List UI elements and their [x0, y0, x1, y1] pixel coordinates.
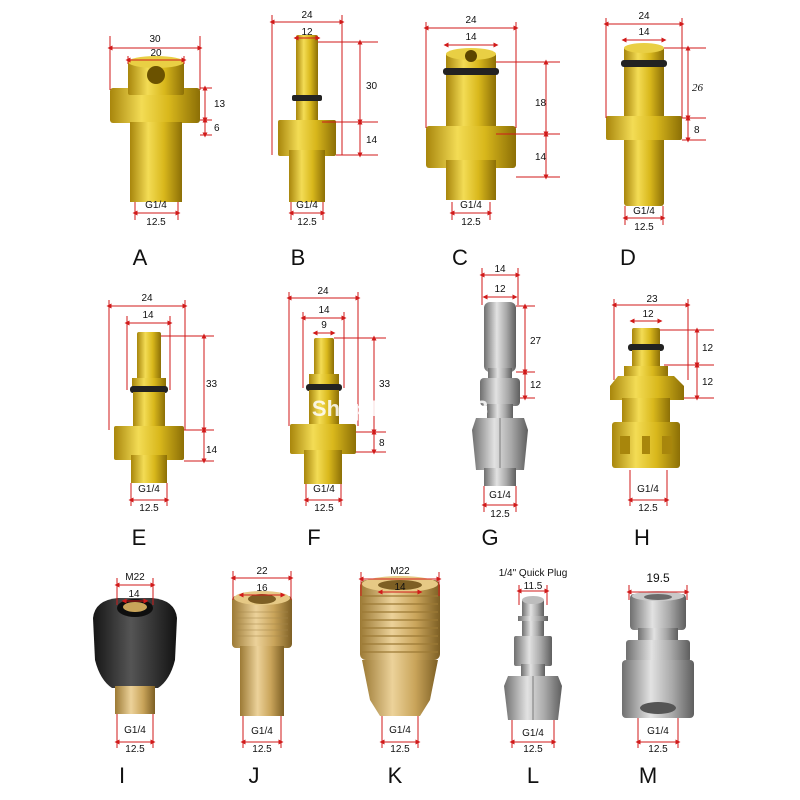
watermark: Shop1102090613 [312, 396, 488, 421]
dim-g-h2: 12 [530, 380, 542, 391]
dim-i-thread: G1/4 [124, 725, 146, 736]
dim-j-thread: G1/4 [251, 726, 273, 737]
dim-h-base: 12.5 [638, 503, 658, 514]
dim-f-inner: 9 [321, 320, 327, 331]
adapter-i: M22 14 G1/4 12.5 I [93, 572, 177, 788]
label-g: G [481, 525, 498, 550]
dim-l-thread: G1/4 [522, 728, 544, 739]
quick-plug-label: 1/4" Quick Plug [499, 568, 568, 579]
adapter-a: 30 20 13 6 G1/4 12.5 A [107, 34, 226, 270]
dim-e-thread: G1/4 [138, 484, 160, 495]
dim-l-base: 12.5 [523, 744, 543, 755]
dim-e-inner: 14 [142, 310, 154, 321]
dim-c-thread: G1/4 [460, 200, 482, 211]
dim-d-inner: 14 [638, 27, 650, 38]
dim-h-h2: 12 [702, 377, 714, 388]
dim-c-base: 12.5 [461, 217, 481, 228]
dim-c-h2: 14 [535, 152, 547, 163]
dim-f-h1: 33 [379, 379, 391, 390]
label-m: M [639, 763, 657, 788]
label-a: A [133, 245, 148, 270]
adapter-k: M22 14 G1/4 12.5 K [358, 566, 442, 788]
dim-m-base: 12.5 [648, 744, 668, 755]
dim-g-thread: G1/4 [489, 490, 511, 501]
label-i: I [119, 763, 125, 788]
dim-g-h1: 27 [530, 336, 542, 347]
label-e: E [132, 525, 147, 550]
adapter-g: 14 12 27 12 G1/4 12.5 G [472, 264, 542, 550]
dim-k-thread: G1/4 [389, 725, 411, 736]
dim-h-h1: 12 [702, 343, 714, 354]
adapter-e: 24 14 33 14 G1/4 12.5 E [106, 293, 218, 550]
dim-i-outer: M22 [125, 572, 145, 583]
label-l: L [527, 763, 539, 788]
adapter-h: 23 12 12 12 G1/4 12.5 H [610, 294, 714, 550]
adapter-c: 24 14 18 14 G1/4 12.5 C [423, 15, 560, 270]
dim-d-h2: 8 [694, 125, 700, 136]
dim-b-h2: 14 [366, 135, 378, 146]
dim-f-h2: 8 [379, 438, 385, 449]
dim-h-inner: 12 [642, 309, 654, 320]
dim-l-outer: 11.5 [524, 581, 543, 592]
adapter-f: 24 14 9 33 8 G1/4 12.5 F [286, 286, 391, 550]
dim-g-base: 12.5 [490, 509, 510, 520]
dim-c-h1: 18 [535, 98, 547, 109]
dim-a-inner: 20 [150, 48, 162, 59]
label-c: C [452, 245, 468, 270]
dim-d-thread: G1/4 [633, 206, 655, 217]
dim-a-base: 12.5 [146, 217, 166, 228]
dim-g-inner: 12 [494, 284, 506, 295]
label-f: F [307, 525, 320, 550]
label-h: H [634, 525, 650, 550]
dim-h-outer: 23 [646, 294, 658, 305]
dim-c-outer: 24 [465, 15, 477, 26]
dim-j-base: 12.5 [252, 744, 272, 755]
dim-b-inner: 12 [301, 27, 313, 38]
label-d: D [620, 245, 636, 270]
dim-f-outer: 24 [317, 286, 329, 297]
dim-j-outer: 22 [256, 566, 268, 577]
dim-g-outer: 14 [494, 264, 506, 275]
dim-f-base: 12.5 [314, 503, 334, 514]
dim-e-h1: 33 [206, 379, 218, 390]
dim-m-thread: G1/4 [647, 726, 669, 737]
adapter-b: 24 12 30 14 G1/4 12.5 B [269, 10, 378, 270]
dim-k-outer: M22 [390, 566, 410, 577]
adapter-d: 24 14 26 8 G1/4 12.5 D [603, 11, 706, 270]
adapter-j: 22 16 G1/4 12.5 J [230, 566, 294, 788]
dim-f-thread: G1/4 [313, 484, 335, 495]
dim-i-base: 12.5 [125, 744, 145, 755]
dim-e-outer: 24 [141, 293, 153, 304]
dim-h-thread: G1/4 [637, 484, 659, 495]
dim-m-outer: 19.5 [646, 571, 670, 585]
dim-e-base: 12.5 [139, 503, 159, 514]
dim-k-base: 12.5 [390, 744, 410, 755]
dim-j-inner: 16 [256, 583, 268, 594]
dim-b-outer: 24 [301, 10, 313, 21]
dim-e-h2: 14 [206, 445, 218, 456]
dim-i-inner: 14 [128, 589, 140, 600]
dim-b-thread: G1/4 [296, 200, 318, 211]
dim-d-outer: 24 [638, 11, 650, 22]
label-b: B [291, 245, 306, 270]
dim-c-inner: 14 [465, 32, 477, 43]
dim-a-outer: 30 [149, 34, 161, 45]
dim-f-mid: 14 [318, 305, 330, 316]
dim-d-base: 12.5 [634, 222, 654, 233]
label-k: K [388, 763, 403, 788]
dim-b-h1: 30 [366, 81, 378, 92]
dim-a-thread: G1/4 [145, 200, 167, 211]
dim-d-h1: 26 [692, 82, 704, 94]
dim-b-base: 12.5 [297, 217, 317, 228]
dim-k-inner: 14 [394, 582, 406, 593]
dim-a-h2: 6 [214, 123, 220, 134]
adapter-l: 1/4" Quick Plug 11.5 G1/4 12.5 L [499, 568, 568, 788]
dim-a-h1: 13 [214, 99, 226, 110]
adapter-m: 19.5 G1/4 12.5 M [622, 571, 694, 788]
label-j: J [249, 763, 260, 788]
